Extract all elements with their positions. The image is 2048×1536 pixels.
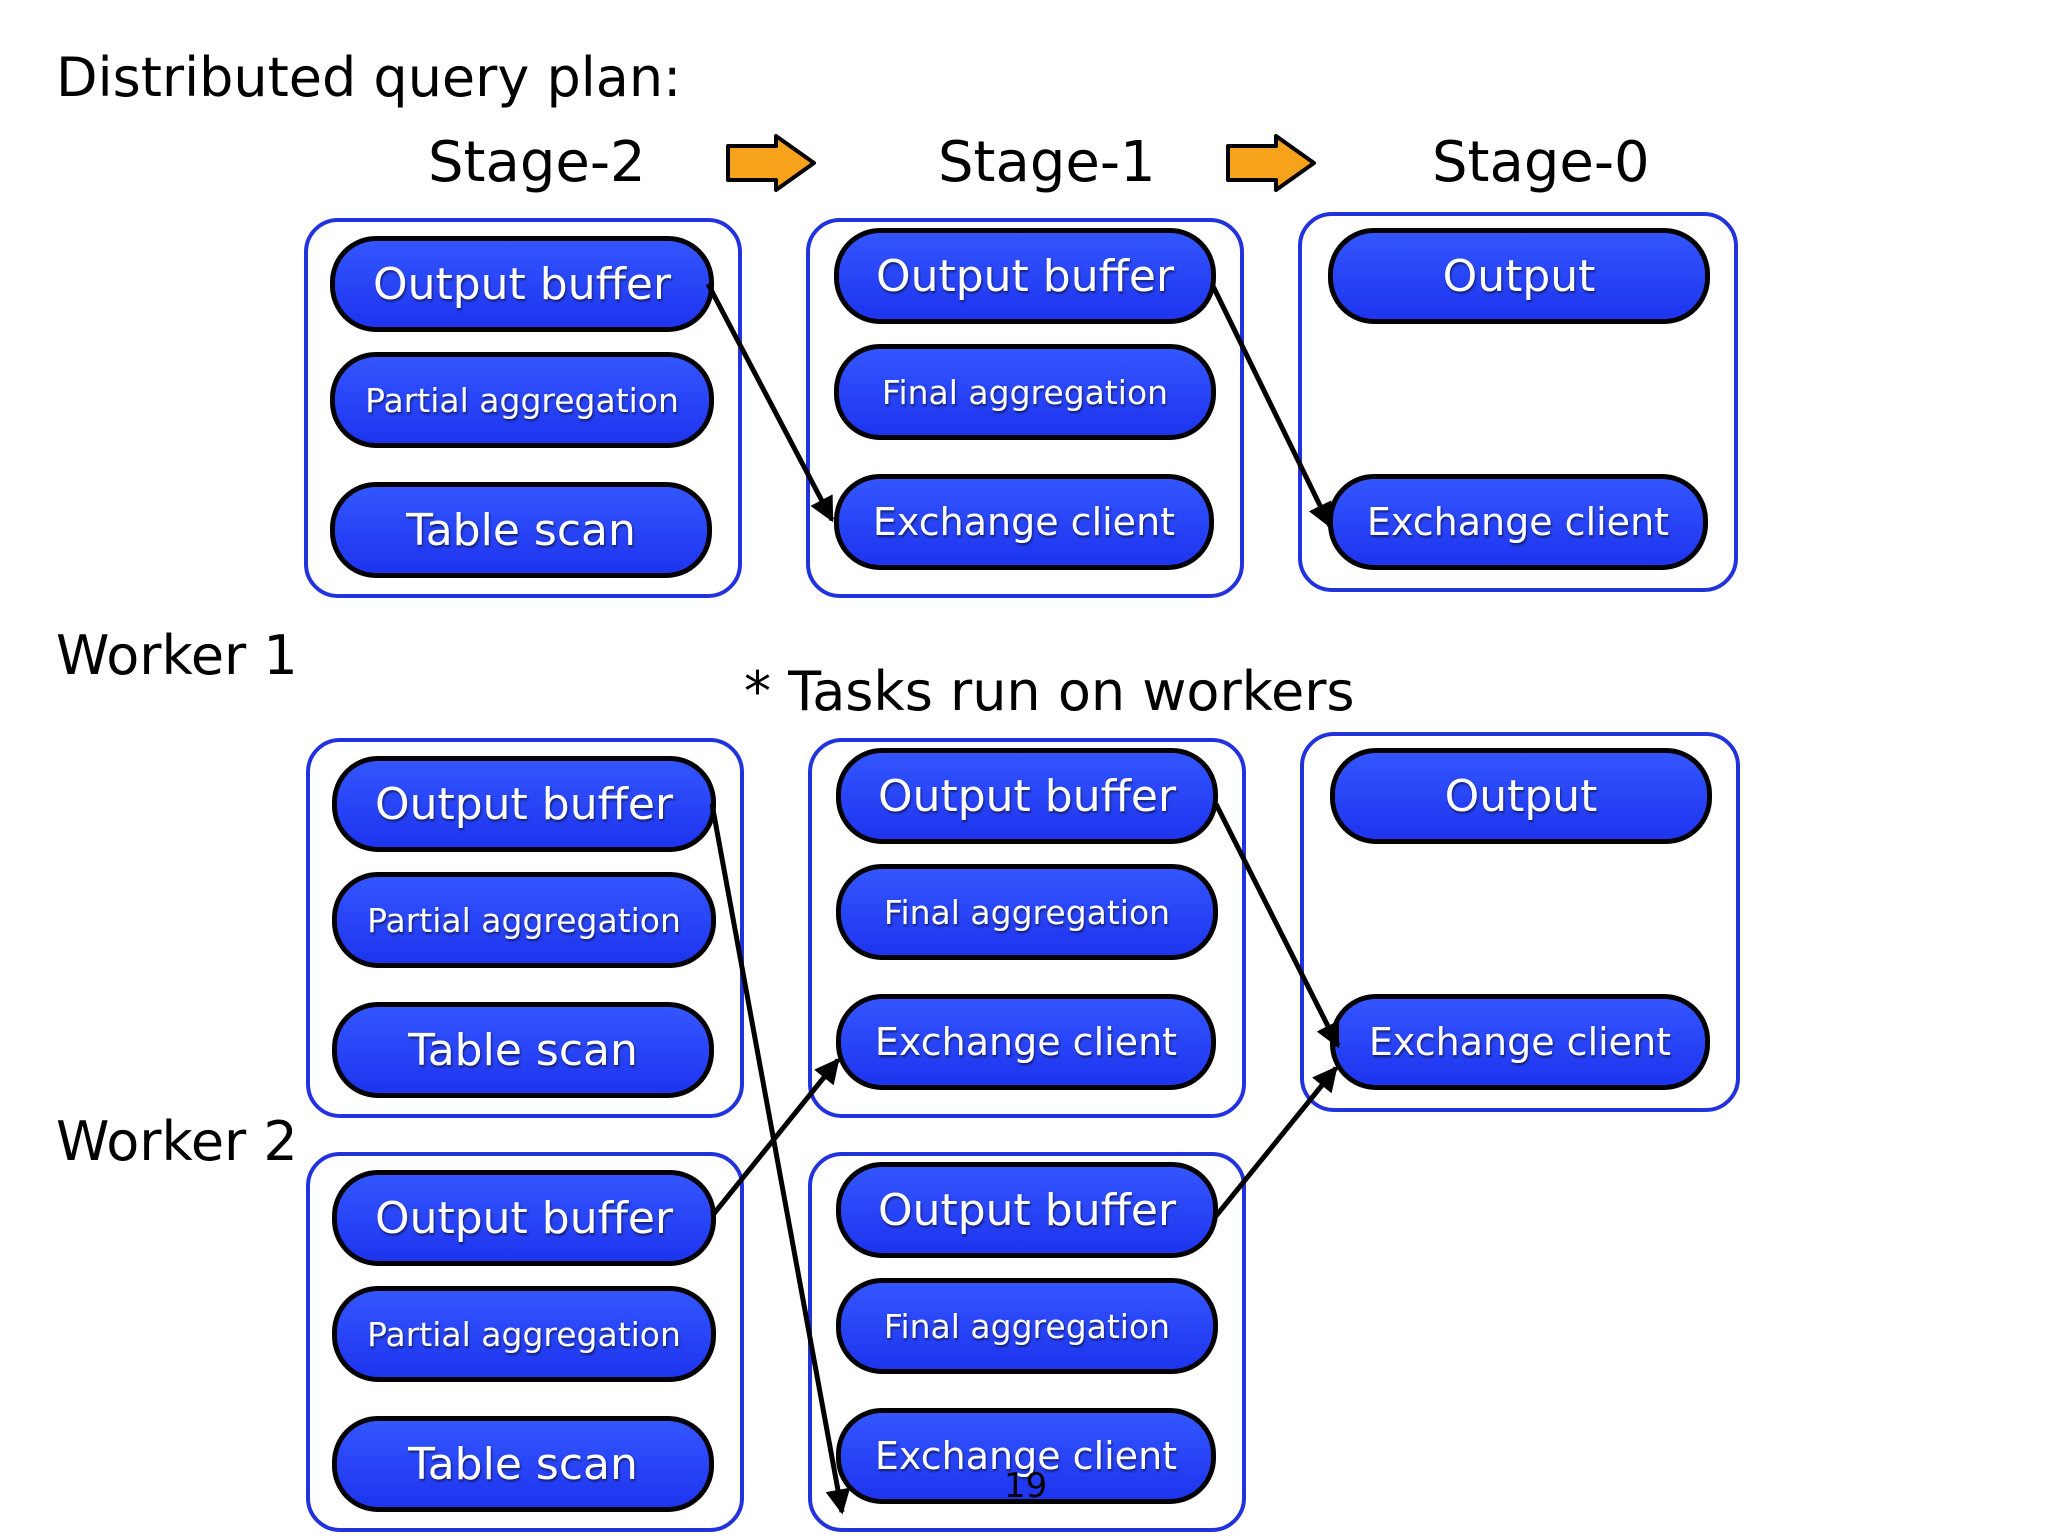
exchange-client-node: Exchange client	[1328, 474, 1708, 570]
table-scan-node: Table scan	[332, 1002, 714, 1098]
stage-arrow-right-icon	[726, 134, 816, 192]
output-buffer-node: Output buffer	[332, 756, 716, 852]
partial-aggregation-node: Partial aggregation	[332, 872, 716, 968]
output-buffer-node: Output buffer	[836, 1162, 1218, 1258]
page-number: 19	[1004, 1466, 1048, 1506]
stage-1-label: Stage-1	[938, 130, 1156, 195]
output-buffer-node: Output buffer	[836, 748, 1218, 844]
final-aggregation-node: Final aggregation	[834, 344, 1216, 440]
partial-aggregation-node: Partial aggregation	[332, 1286, 716, 1382]
tasks-note: * Tasks run on workers	[744, 660, 1355, 723]
table-scan-node: Table scan	[332, 1416, 714, 1512]
exchange-client-node: Exchange client	[836, 1408, 1216, 1504]
page-title: Distributed query plan:	[56, 46, 682, 109]
exchange-client-node: Exchange client	[1330, 994, 1710, 1090]
stage-arrow-right-icon	[1226, 134, 1316, 192]
worker-2-label: Worker 2	[56, 1110, 298, 1173]
final-aggregation-node: Final aggregation	[836, 1278, 1218, 1374]
exchange-client-node: Exchange client	[836, 994, 1216, 1090]
exchange-client-node: Exchange client	[834, 474, 1214, 570]
output-buffer-node: Output buffer	[332, 1170, 716, 1266]
partial-aggregation-node: Partial aggregation	[330, 352, 714, 448]
worker-1-label: Worker 1	[56, 624, 298, 687]
table-scan-node: Table scan	[330, 482, 712, 578]
output-node: Output	[1328, 228, 1710, 324]
output-buffer-node: Output buffer	[330, 236, 714, 332]
stage-0-label: Stage-0	[1432, 130, 1650, 195]
stage-2-label: Stage-2	[428, 130, 646, 195]
final-aggregation-node: Final aggregation	[836, 864, 1218, 960]
output-buffer-node: Output buffer	[834, 228, 1216, 324]
output-node: Output	[1330, 748, 1712, 844]
